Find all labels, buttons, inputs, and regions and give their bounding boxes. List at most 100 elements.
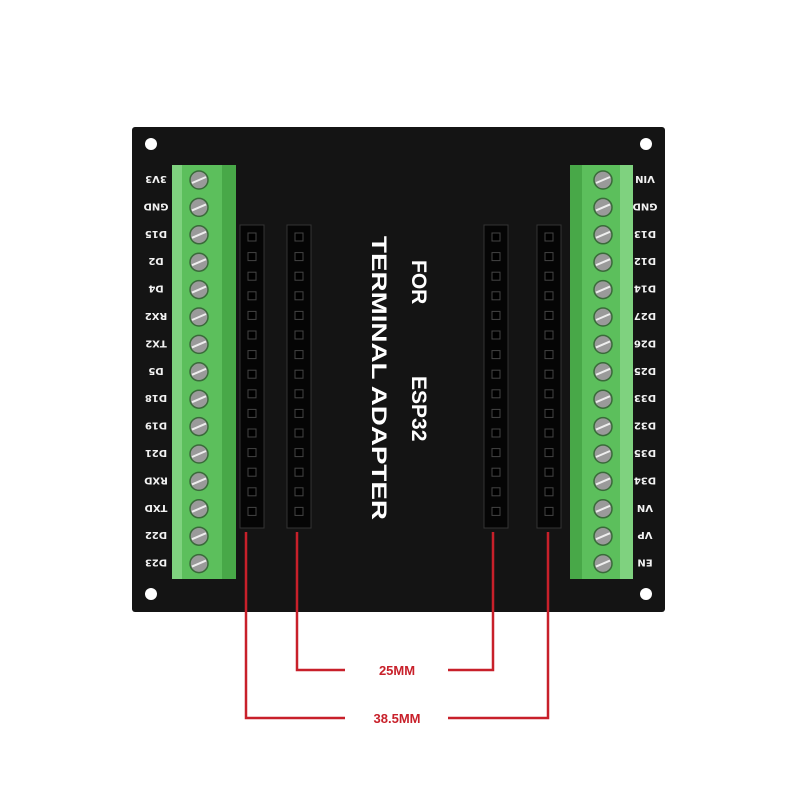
outer-dimension-line-left [244,532,345,720]
left-pin-label: 3V3 [145,173,167,184]
outer-dimension-line-right [448,532,550,720]
right-pin-label: VP [637,529,652,540]
header-socket [544,369,554,379]
header-socket [491,389,501,399]
screw-slot [595,395,611,404]
header-socket [544,310,554,320]
inner-dimension-line-right [448,532,495,672]
header-socket [491,506,501,516]
pcb-board [132,127,665,612]
header-socket [544,448,554,458]
left-pin-label: D23 [145,557,167,568]
header-socket [294,271,304,281]
inner-dimension-line-left [295,532,345,672]
screw-slot [191,285,207,294]
screw-slot [595,258,611,267]
right-pin-label: EN [637,557,652,568]
header-socket [294,330,304,340]
screw-slot [595,230,611,239]
header-socket [294,252,304,262]
screw-slot [595,422,611,431]
header-socket [294,389,304,399]
screw-slot [595,450,611,458]
female-pin-header [483,224,509,529]
left-pin-label: D22 [145,529,167,540]
screw-slot [595,313,611,321]
right-pin-label: GND [633,200,658,211]
header-socket [247,271,257,281]
header-socket [544,467,554,477]
header-socket [247,252,257,262]
right-pin-label: D14 [634,283,656,294]
left-pin-label: D15 [145,228,167,239]
header-socket [294,428,304,438]
header-socket [544,271,554,281]
header-socket [491,467,501,477]
right-pin-label: VIN [635,173,655,184]
title-terminal-adapter: TERMINAL ADAPTER [367,236,390,520]
mounting-holes [145,138,652,600]
header-socket [491,271,501,281]
screw-slot [595,367,611,376]
right-pin-label: D13 [634,228,656,239]
header-socket [294,232,304,242]
board-title: FOR ESP32 TERMINAL ADAPTER [367,236,430,520]
left-pin-label: TXD [145,502,168,513]
header-socket [247,389,257,399]
left-pin-label: RX2 [145,310,167,321]
left-pin-label: D18 [145,392,167,403]
screw-slot [191,422,207,431]
header-socket [491,330,501,340]
left-pin-label: GND [144,200,169,211]
header-socket [544,232,554,242]
screw-slot [595,559,611,568]
header-socket [294,408,304,418]
female-pin-header [286,224,312,529]
header-socket [544,389,554,399]
header-socket [544,252,554,262]
right-pin-label: D34 [634,474,656,485]
header-socket [491,408,501,418]
header-socket [544,408,554,418]
header-socket [491,291,501,301]
header-socket [544,330,554,340]
header-socket [247,369,257,379]
screw-slot [191,230,207,239]
header-socket [294,467,304,477]
title-for: FOR [407,260,430,304]
header-socket [544,350,554,360]
screw-slot [191,395,207,404]
right-pin-label: D26 [634,337,656,348]
screw-slot [595,504,611,513]
outer-dimension-label: 38.5MM [374,711,421,726]
left-pin-label: RXD [144,474,168,485]
screw-slot [191,203,207,212]
screw-slot [191,477,207,486]
left-pin-label: D5 [148,365,163,376]
header-socket [247,487,257,497]
header-socket [247,291,257,301]
right-pin-label: D25 [634,365,656,376]
left-pin-label: D19 [145,420,167,431]
header-socket [491,310,501,320]
screw-slot [191,340,207,349]
screw-slot [191,313,207,321]
right-pin-label: D35 [634,447,656,458]
header-socket [294,291,304,301]
right-pin-label: VN [637,502,653,513]
screw-slot [595,477,611,486]
screw-slot [595,203,611,212]
header-socket [294,350,304,360]
header-socket [491,232,501,242]
screw-slot [191,258,207,267]
female-pin-header [536,224,562,529]
screw-slot [595,532,611,541]
screw-slot [191,176,207,184]
header-socket [294,310,304,320]
screw-slot [191,559,207,568]
header-socket [544,291,554,301]
screw-slot [191,450,207,458]
screw-slot [595,285,611,294]
right-pin-label: D12 [634,255,656,266]
